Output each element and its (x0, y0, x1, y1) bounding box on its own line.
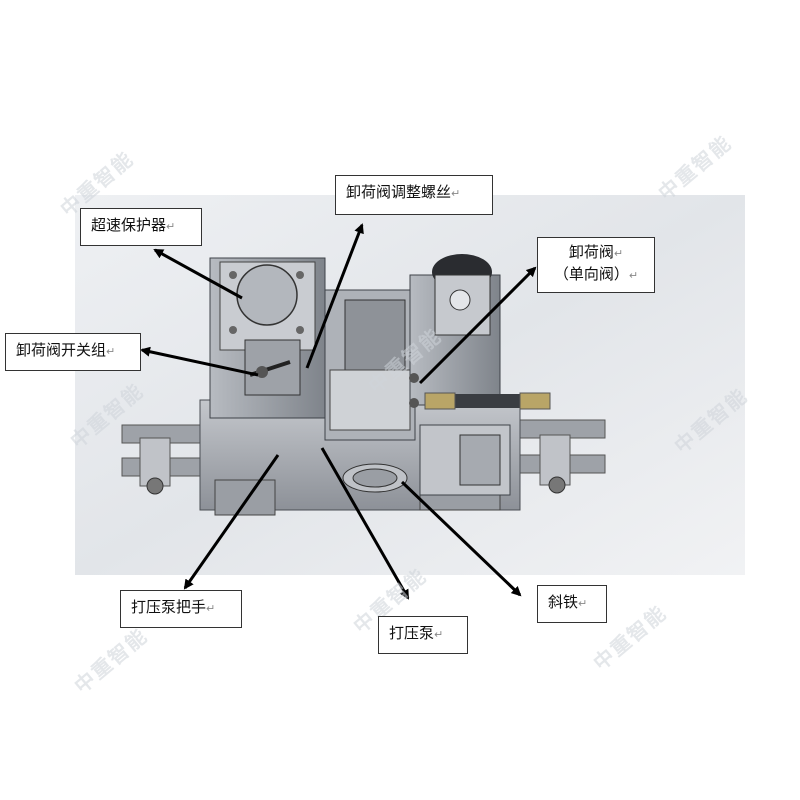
label-text: 斜铁 (548, 593, 579, 611)
arrow-adjust-screw (305, 223, 364, 369)
label-text: （单向阀） (553, 265, 629, 283)
return-mark: ↵ (206, 602, 216, 615)
arrow-unload-valve (418, 266, 537, 385)
right-wheel-assembly (514, 419, 606, 494)
arrow-wedge (400, 480, 522, 597)
return-mark: ↵ (628, 269, 639, 282)
label-unload-valve-switch: 卸荷阀开关组↵ (5, 333, 141, 371)
return-mark: ↵ (578, 597, 588, 610)
label-text: 卸荷阀开关组 (16, 341, 107, 359)
return-mark: ↵ (106, 345, 116, 358)
arrow-pump-handle (183, 454, 280, 590)
return-mark: ↵ (166, 220, 176, 233)
return-mark: ↵ (613, 247, 624, 260)
label-pump: 打压泵↵ (378, 616, 468, 654)
arrow-pump (320, 447, 410, 600)
label-text: 打压泵把手 (131, 598, 207, 616)
return-mark: ↵ (451, 187, 461, 200)
label-text: 卸荷阀调整螺丝 (346, 183, 452, 201)
label-text: 打压泵 (389, 624, 435, 642)
callout-arrows (140, 223, 537, 600)
label-unload-valve-screw: 卸荷阀调整螺丝↵ (335, 175, 493, 215)
label-pump-handle: 打压泵把手↵ (120, 590, 242, 628)
arrow-switch-group (140, 346, 259, 377)
label-unload-valve: 卸荷阀↵ （单向阀）↵ (537, 237, 655, 293)
label-wedge: 斜铁↵ (537, 585, 607, 623)
label-text: 超速保护器 (91, 216, 167, 234)
label-text: 卸荷阀 (568, 243, 614, 261)
label-overspeed-protector: 超速保护器↵ (80, 208, 202, 246)
return-mark: ↵ (434, 628, 444, 641)
arrow-overspeed (153, 248, 243, 300)
